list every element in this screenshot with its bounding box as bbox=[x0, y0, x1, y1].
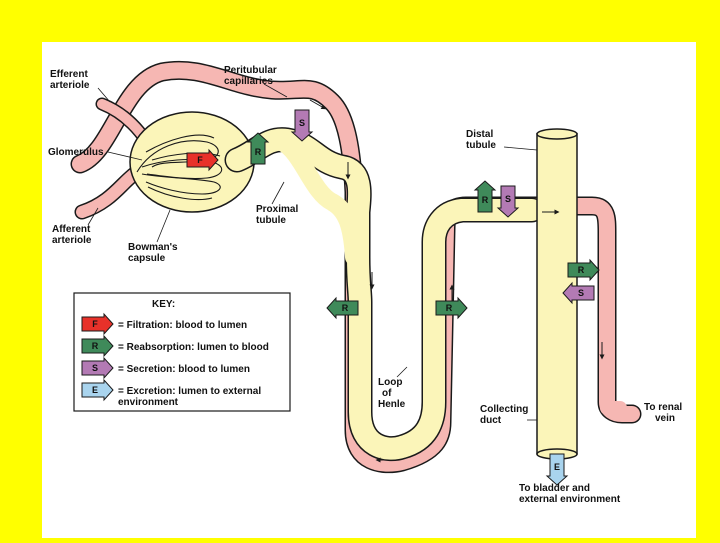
key-title: KEY: bbox=[152, 299, 175, 310]
key-arrow-f-letter: F bbox=[92, 319, 98, 329]
label-collecting-duct: Collecting duct bbox=[480, 404, 531, 426]
collecting-duct bbox=[536, 128, 578, 460]
reabsorption-arrow-ascending: R bbox=[435, 296, 468, 320]
secretion-arrow-proximal-letter: S bbox=[299, 118, 305, 128]
key-arrow-e-letter: E bbox=[92, 385, 98, 395]
label-loop-of-henle: Loop of Henle bbox=[378, 377, 406, 410]
key-arrow-f: F bbox=[81, 312, 114, 336]
reabsorption-arrow-ascending-letter: R bbox=[446, 303, 453, 313]
key-arrow-r: R bbox=[81, 334, 114, 358]
reabsorption-arrow-descending: R bbox=[326, 296, 359, 320]
glomerulus-tuft bbox=[136, 134, 223, 201]
excretion-arrow-letter: E bbox=[554, 462, 560, 472]
secretion-arrow-proximal: S bbox=[290, 109, 314, 142]
secretion-arrow-duct: S bbox=[562, 281, 595, 305]
filtration-arrow-letter: F bbox=[197, 155, 203, 165]
reabsorption-arrow-proximal: R bbox=[246, 132, 270, 165]
excretion-arrow: E bbox=[545, 453, 569, 486]
label-bowmans-capsule: Bowman's capsule bbox=[128, 242, 180, 264]
key-arrow-e: E bbox=[81, 378, 114, 402]
label-to-renal-vein: To renal vein bbox=[644, 402, 685, 424]
reabsorption-arrow-distal: R bbox=[473, 180, 497, 213]
key-item-s: S = Secretion: blood to lumen bbox=[81, 356, 250, 380]
key-arrow-r-letter: R bbox=[92, 341, 99, 351]
key-item-r: R = Reabsorption: lumen to blood bbox=[81, 334, 269, 358]
key-item-text: = Excretion: lumen to external bbox=[118, 386, 261, 397]
key-item-text: = Reabsorption: lumen to blood bbox=[118, 342, 269, 353]
label-distal-tubule: Distal tubule bbox=[466, 129, 496, 151]
reabsorption-arrow-duct: R bbox=[567, 258, 600, 282]
key-arrow-s-letter: S bbox=[92, 363, 98, 373]
label-to-bladder: To bladder and external environment bbox=[519, 483, 621, 505]
nephron-tubule bbox=[129, 111, 545, 462]
label-efferent-arteriole: Efferent arteriole bbox=[50, 69, 91, 91]
key-arrow-s: S bbox=[81, 356, 114, 380]
secretion-arrow-duct-letter: S bbox=[578, 288, 584, 298]
key-item-text: environment bbox=[118, 397, 179, 408]
label-peritubular-capillaries: Peritubular capillaries bbox=[224, 65, 280, 87]
reabsorption-arrow-duct-letter: R bbox=[578, 265, 585, 275]
process-arrows: F R S R R R S R S E bbox=[186, 109, 600, 486]
reabsorption-arrow-distal-letter: R bbox=[482, 195, 489, 205]
structure-labels: Efferent arteriole Peritubular capillari… bbox=[48, 65, 685, 505]
nephron-diagram: F R S R R R S R S E Efferent arteriole Peritubula… bbox=[48, 60, 685, 505]
key-item-text: = Filtration: blood to lumen bbox=[118, 320, 247, 331]
key-item-f: F = Filtration: blood to lumen bbox=[81, 312, 247, 336]
label-proximal-tubule: Proximal tubule bbox=[256, 204, 301, 226]
label-afferent-arteriole: Afferent arteriole bbox=[52, 224, 93, 246]
secretion-arrow-distal: S bbox=[496, 185, 520, 218]
diagram-panel: F R S R R R S R S E Efferent arteriole Peritubula… bbox=[42, 42, 696, 538]
reabsorption-arrow-descending-letter: R bbox=[342, 303, 349, 313]
reabsorption-arrow-proximal-letter: R bbox=[255, 147, 262, 157]
secretion-arrow-distal-letter: S bbox=[505, 194, 511, 204]
key-item-text: = Secretion: blood to lumen bbox=[118, 364, 250, 375]
filtration-arrow: F bbox=[186, 148, 219, 172]
label-glomerulus: Glomerulus bbox=[48, 147, 104, 158]
key-item-e: E = Excretion: lumen to externalenvironme… bbox=[81, 378, 261, 408]
